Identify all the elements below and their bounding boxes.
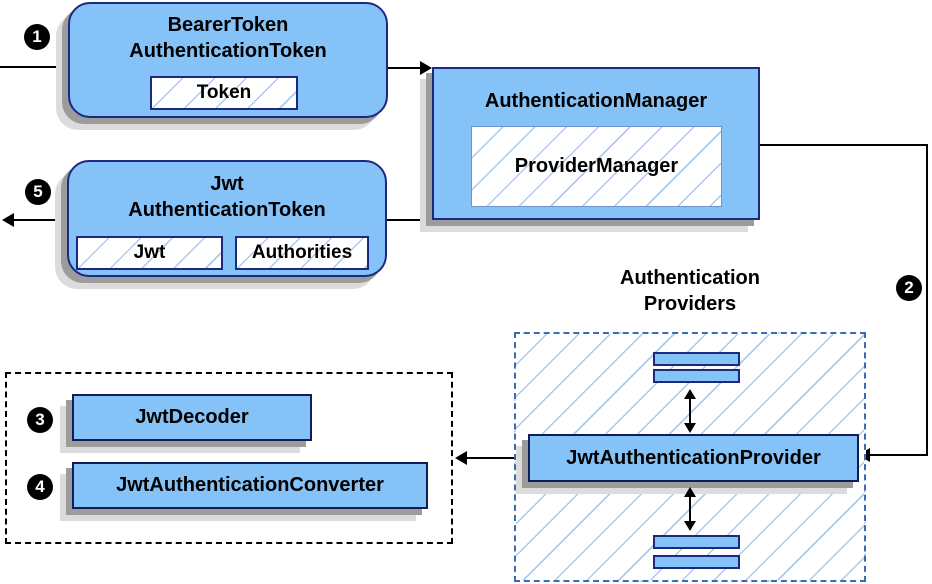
token-field: Token bbox=[150, 76, 298, 110]
bottom-double-arrow-up-head bbox=[684, 487, 696, 497]
manager-to-provider-line-bottom bbox=[870, 454, 928, 456]
jwt-token-title-line1: Jwt bbox=[210, 173, 244, 195]
authentication-manager-title: AuthenticationManager bbox=[484, 90, 708, 112]
top-double-arrow-line bbox=[689, 398, 691, 426]
manager-to-provider-line-top bbox=[760, 144, 928, 146]
step-4-badge: 4 bbox=[27, 474, 53, 500]
jwt-token-title-line2: AuthenticationToken bbox=[128, 199, 326, 221]
jwt-decoder-node: JwtDecoder bbox=[72, 394, 312, 441]
other-provider-bar-bottom-2 bbox=[653, 555, 740, 569]
authentication-manager-node: AuthenticationManager ProviderManager bbox=[432, 67, 760, 220]
outgoing-result-line bbox=[10, 219, 68, 221]
manager-to-jwt-token-line bbox=[387, 219, 433, 221]
incoming-request-line bbox=[0, 66, 68, 68]
outgoing-result-arrowhead bbox=[2, 213, 14, 227]
authentication-providers-label-line2: Providers bbox=[643, 293, 737, 315]
bearer-token-title-line1: BearerToken bbox=[167, 14, 289, 36]
bearer-to-manager-arrowhead bbox=[420, 61, 432, 75]
other-provider-bar-top-1 bbox=[653, 352, 740, 366]
manager-to-provider-line-right bbox=[926, 144, 928, 456]
provider-to-converters-arrowhead bbox=[455, 451, 467, 465]
other-provider-bar-bottom-1 bbox=[653, 535, 740, 549]
bottom-double-arrow-line bbox=[689, 496, 691, 524]
bearer-to-manager-line bbox=[388, 67, 422, 69]
jwt-authentication-token-node: Jwt AuthenticationToken Jwt Authorities bbox=[67, 160, 387, 277]
other-provider-bar-top-2 bbox=[653, 369, 740, 383]
jwt-authentication-provider-node: JwtAuthenticationProvider bbox=[528, 434, 859, 482]
step-2-badge: 2 bbox=[896, 275, 922, 301]
top-double-arrow-up-head bbox=[684, 389, 696, 399]
bottom-double-arrow-down-head bbox=[684, 521, 696, 531]
jwt-field: Jwt bbox=[76, 236, 223, 270]
provider-manager-field: ProviderManager bbox=[471, 126, 722, 207]
bearer-token-authentication-token-node: BearerToken AuthenticationToken Token bbox=[68, 2, 388, 118]
top-double-arrow-down-head bbox=[684, 423, 696, 433]
authentication-providers-label: Authentication Providers bbox=[575, 265, 805, 317]
step-1-badge: 1 bbox=[24, 24, 50, 50]
jwt-components-group bbox=[5, 372, 453, 544]
jwt-authentication-converter-node: JwtAuthenticationConverter bbox=[72, 462, 428, 509]
provider-to-converters-line bbox=[467, 457, 528, 459]
step-5-badge: 5 bbox=[25, 179, 51, 205]
bearer-token-title-line2: AuthenticationToken bbox=[129, 40, 327, 62]
authentication-providers-label-line1: Authentication bbox=[620, 267, 760, 289]
authorities-field: Authorities bbox=[235, 236, 369, 270]
step-3-badge: 3 bbox=[27, 407, 53, 433]
